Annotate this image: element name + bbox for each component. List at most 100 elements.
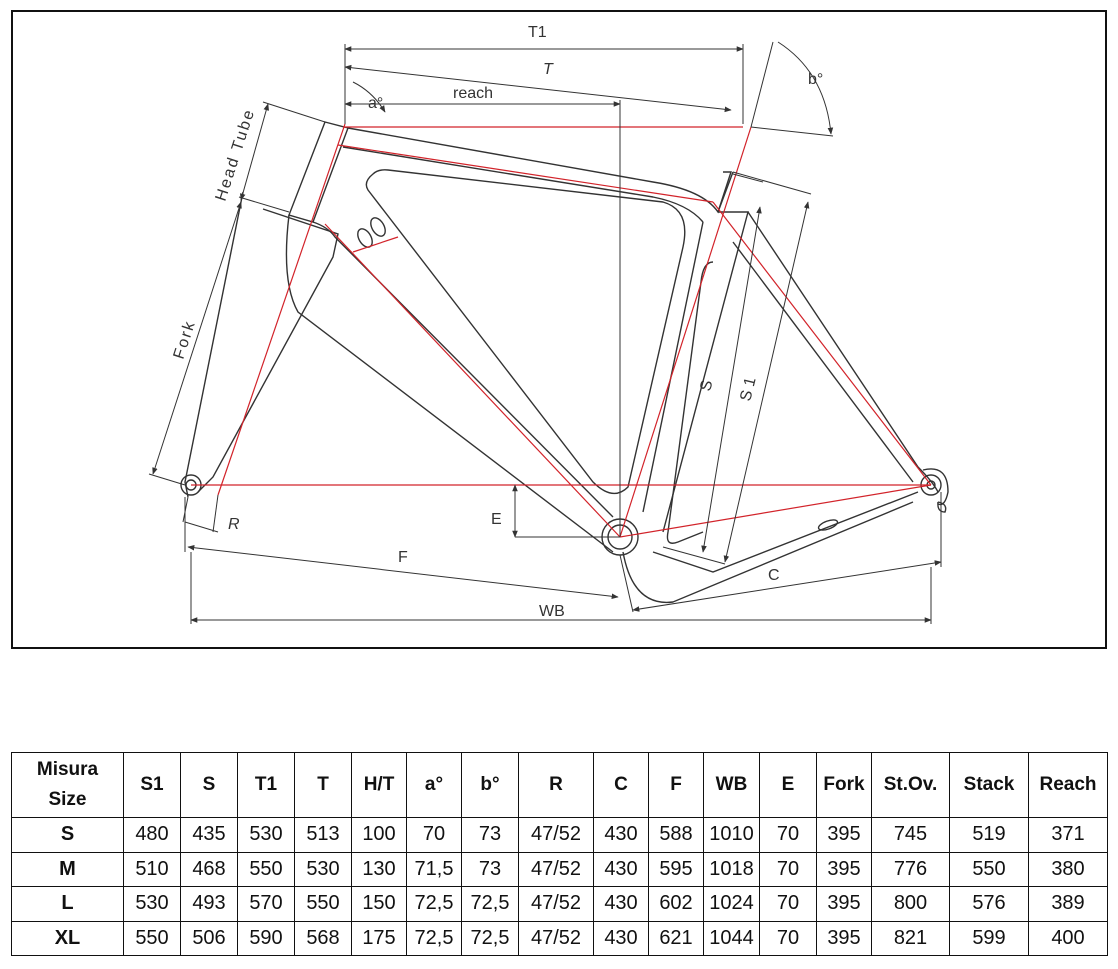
dim-head-tube-ext-bottom: [238, 196, 290, 213]
col-header-c: C: [593, 752, 649, 818]
col-header-stov: St.Ov.: [871, 752, 950, 818]
dim-b-angle-leg: [750, 41, 774, 128]
table-cell: 588: [648, 817, 704, 853]
table-cell: 70: [759, 920, 817, 956]
fork-blade-right: [197, 208, 339, 493]
label-t1: T1: [528, 24, 547, 41]
label-b-angle: b°: [808, 71, 823, 88]
seat-tube-left: [642, 221, 704, 513]
fork-blade-left: [184, 191, 244, 498]
label-wb: WB: [539, 603, 565, 620]
down-tube-upper: [312, 221, 614, 518]
label-f: F: [398, 549, 408, 566]
size-column-header: Misura Size: [11, 752, 124, 818]
table-cell: 72,5: [406, 920, 462, 956]
table-cell: 621: [648, 920, 704, 956]
col-header-a: a°: [406, 752, 462, 818]
table-cell: 506: [180, 920, 238, 956]
table-cell: 530: [237, 817, 295, 853]
geometry-table: Misura Size S1 S T1 T H/T a° b° R C F WB…: [11, 752, 1108, 956]
col-header-stack: Stack: [949, 752, 1029, 818]
dim-c-ext-left: [619, 554, 634, 613]
geo-line-down-tube-tick: [352, 236, 399, 253]
table-cell: 70: [406, 817, 462, 853]
col-header-ht: H/T: [351, 752, 407, 818]
col-header-r: R: [518, 752, 594, 818]
table-cell: 73: [461, 851, 519, 887]
label-reach: reach: [453, 85, 493, 102]
table-cell: 70: [759, 886, 817, 922]
dim-r-ext-right: [212, 494, 219, 533]
top-tube-upper: [347, 127, 734, 214]
label-t: T: [543, 61, 554, 78]
geo-line-top-tube: [337, 144, 714, 203]
table-cell: 550: [294, 886, 352, 922]
dim-c: [632, 560, 942, 612]
table-cell: 71,5: [406, 851, 462, 887]
size-header-line-2: Size: [48, 789, 87, 810]
table-cell: 72,5: [406, 886, 462, 922]
top-tube-lower: [342, 146, 704, 223]
size-cell: S: [11, 817, 124, 853]
table-cell: 568: [294, 920, 352, 956]
geo-line-steering-axis: [217, 123, 346, 496]
dim-t: [344, 64, 732, 113]
geo-line-chain-stay: [619, 484, 932, 538]
frame-geometry-drawing: T1 T reach a° b° Head Tube Fork S S 1 E …: [148, 24, 949, 624]
label-r: R: [228, 516, 240, 533]
dim-b-angle: [777, 41, 834, 135]
table-cell: 468: [180, 851, 238, 887]
table-cell: 430: [593, 920, 649, 956]
label-a-angle: a°: [368, 95, 383, 112]
table-cell: 395: [816, 920, 872, 956]
head-tube-shape: [288, 121, 349, 223]
frame-geometry-diagram: T1 T reach a° b° Head Tube Fork S S 1 E …: [11, 10, 1107, 649]
table-cell: 550: [237, 851, 295, 887]
table-cell: 395: [816, 886, 872, 922]
table-cell: 70: [759, 817, 817, 853]
table-cell: 395: [816, 817, 872, 853]
dim-fork-ext-bottom: [148, 473, 186, 486]
col-header-reach: Reach: [1028, 752, 1108, 818]
cable-port-2: [370, 217, 386, 237]
derailleur-hanger: [937, 501, 947, 513]
label-fork: Fork: [171, 318, 200, 361]
col-header-wb: WB: [703, 752, 760, 818]
col-header-t: T: [294, 752, 352, 818]
col-header-e: E: [759, 752, 817, 818]
size-cell: M: [11, 851, 124, 887]
dimension-lines: [148, 41, 942, 624]
bike-frame-outline: [180, 121, 949, 604]
table-cell: 130: [351, 851, 407, 887]
table-cell: 395: [816, 851, 872, 887]
main-triangle-cutout: [365, 169, 686, 495]
table-cell: 519: [949, 817, 1029, 853]
table-cell: 389: [1028, 886, 1108, 922]
table-cell: 70: [759, 851, 817, 887]
table-cell: 530: [294, 851, 352, 887]
col-header-f: F: [648, 752, 704, 818]
table-header-row: Misura Size S1 S T1 T H/T a° b° R C F WB…: [11, 752, 1108, 818]
geo-line-seat-stay: [712, 201, 932, 486]
table-cell: 550: [949, 851, 1029, 887]
dim-b-angle-base: [750, 126, 834, 137]
table-cell: 430: [593, 851, 649, 887]
chain-stay-upper: [652, 491, 919, 573]
dim-head-tube-ext-top: [262, 101, 326, 123]
size-cell: XL: [11, 920, 124, 956]
dim-s-ext-top: [732, 173, 764, 183]
table-cell: 100: [351, 817, 407, 853]
table-cell: 371: [1028, 817, 1108, 853]
table-cell: 480: [123, 817, 181, 853]
table-cell: 595: [648, 851, 704, 887]
table-cell: 380: [1028, 851, 1108, 887]
table-cell: 150: [351, 886, 407, 922]
label-e: E: [491, 511, 502, 528]
down-tube-lower: [285, 214, 614, 553]
table-cell: 602: [648, 886, 704, 922]
table-cell: 510: [123, 851, 181, 887]
table-cell: 1018: [703, 851, 760, 887]
seat-stay-upper: [747, 211, 939, 493]
